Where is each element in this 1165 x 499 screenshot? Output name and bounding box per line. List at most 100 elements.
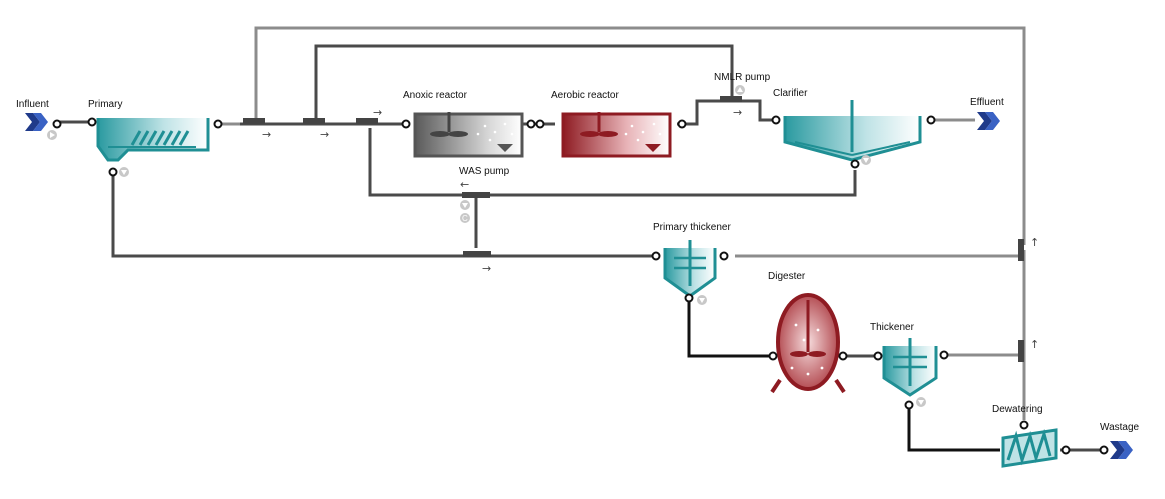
port[interactable] [904,400,914,410]
pipe-network [58,26,1100,452]
primary-label: Primary [88,99,122,110]
port[interactable] [526,119,536,129]
primary-thickener-label: Primary thickener [653,222,731,233]
flow-arrow-left-icon: ← [460,178,469,191]
primary-thickener[interactable]: Primary thickener [651,222,732,305]
digester-leg [834,378,846,394]
digester[interactable]: Digester [768,271,848,394]
digester-blade [808,351,826,357]
clarifier-rake [851,141,911,156]
port[interactable] [52,119,62,129]
effluent-chevron-icon [977,112,992,130]
clarifier-rake [794,141,853,156]
anoxic-mixer-blade [430,131,450,137]
influent-node[interactable]: Influent [16,99,62,140]
pipe-top-recycle [254,26,1026,245]
port[interactable] [1019,420,1029,430]
port[interactable] [719,251,729,261]
primary-scraper-blades [130,130,190,146]
anoxic-mixer-blade [448,131,468,137]
port[interactable] [651,251,661,261]
port[interactable] [768,351,778,361]
clarifier-label: Clarifier [773,88,808,99]
pump-triangle-icon [462,203,468,208]
overflow-junction-1[interactable] [1018,239,1024,261]
wastage-chevron-icon [1118,441,1133,459]
pipe-ras-return [368,128,857,197]
influent-chevron-icon [25,113,40,131]
dewatering-label: Dewatering [992,404,1043,415]
anoxic-particles [476,122,514,142]
pump-triangle-icon [863,158,869,163]
port[interactable] [926,115,936,125]
aerobic-outlet-icon [645,144,661,152]
port[interactable] [677,119,687,129]
effluent-node[interactable]: Effluent [970,97,1004,130]
pipe-pthickener-digester [687,298,772,358]
overflow-junction-2[interactable] [1018,340,1024,362]
pump-triangle-icon [918,400,924,405]
was-splitter[interactable] [462,192,490,198]
dewatering-screw [1006,428,1052,466]
port[interactable] [873,351,883,361]
was-pump-label: WAS pump [459,166,510,177]
flow-arrow-up-icon: ↑ [1030,338,1039,351]
pipe-nmlr-loop [314,44,734,118]
flow-arrow-right-icon: → [320,128,329,141]
port[interactable] [684,293,694,303]
pump-triangle-icon [737,87,743,92]
thickener-label: Thickener [870,322,915,333]
mixer-junction-2[interactable] [303,118,325,124]
port[interactable] [535,119,545,129]
aerobic-label: Aerobic reactor [551,90,619,101]
pump-triangle-icon [121,170,127,175]
primary-clarifier[interactable]: Primary [87,99,223,177]
flow-arrow-right-icon: → [373,106,382,119]
thickener[interactable]: Thickener [870,322,949,410]
aerobic-reactor[interactable]: Aerobic reactor [535,90,687,158]
influent-chevron-icon [33,113,48,131]
pump-c-glyph: C [462,214,468,223]
digester-blade [790,351,808,357]
wastage-chevron-icon [1110,441,1125,459]
nmlr-splitter[interactable] [720,96,742,102]
anoxic-outlet-icon [497,144,513,152]
nmlr-pump-label: NMLR pump [714,72,771,83]
pipe-thickener-dewatering [907,405,1000,452]
mixer-junction-3[interactable] [356,118,378,124]
port[interactable] [838,351,848,361]
wastage-node[interactable]: Wastage [1099,422,1140,459]
port[interactable] [771,115,781,125]
flow-arrows: → → → → ← → ↑ ↑ [262,106,1039,351]
port[interactable] [1099,445,1109,455]
digester-label: Digester [768,271,806,282]
pump-c-icon[interactable] [460,213,470,223]
sludge-junction[interactable] [463,251,491,257]
port[interactable] [1061,445,1071,455]
port[interactable] [87,117,97,127]
aerobic-mixer-blade [580,131,600,137]
anoxic-reactor[interactable]: Anoxic reactor [401,90,536,158]
effluent-label: Effluent [970,97,1004,108]
port[interactable] [850,159,860,169]
play-icon [50,132,55,138]
aerobic-mixer-blade [598,131,618,137]
port[interactable] [401,119,411,129]
dewatering[interactable]: Dewatering [992,404,1071,468]
flow-arrow-right-icon: → [262,128,271,141]
flow-arrow-right-icon: → [733,106,742,119]
port[interactable] [213,119,223,129]
mixer-junction-1[interactable] [243,118,265,124]
wastage-label: Wastage [1100,422,1140,433]
port[interactable] [939,350,949,360]
anoxic-label: Anoxic reactor [403,90,468,101]
nmlr-pump[interactable]: NMLR pump [714,72,771,95]
aerobic-bubbles [624,122,662,142]
digester-leg [770,378,782,394]
was-pump[interactable]: C WAS pump [459,166,510,223]
pump-triangle-icon [699,298,705,303]
port[interactable] [108,167,118,177]
flow-arrow-up-icon: ↑ [1030,236,1039,249]
secondary-clarifier[interactable]: Clarifier [771,88,936,169]
